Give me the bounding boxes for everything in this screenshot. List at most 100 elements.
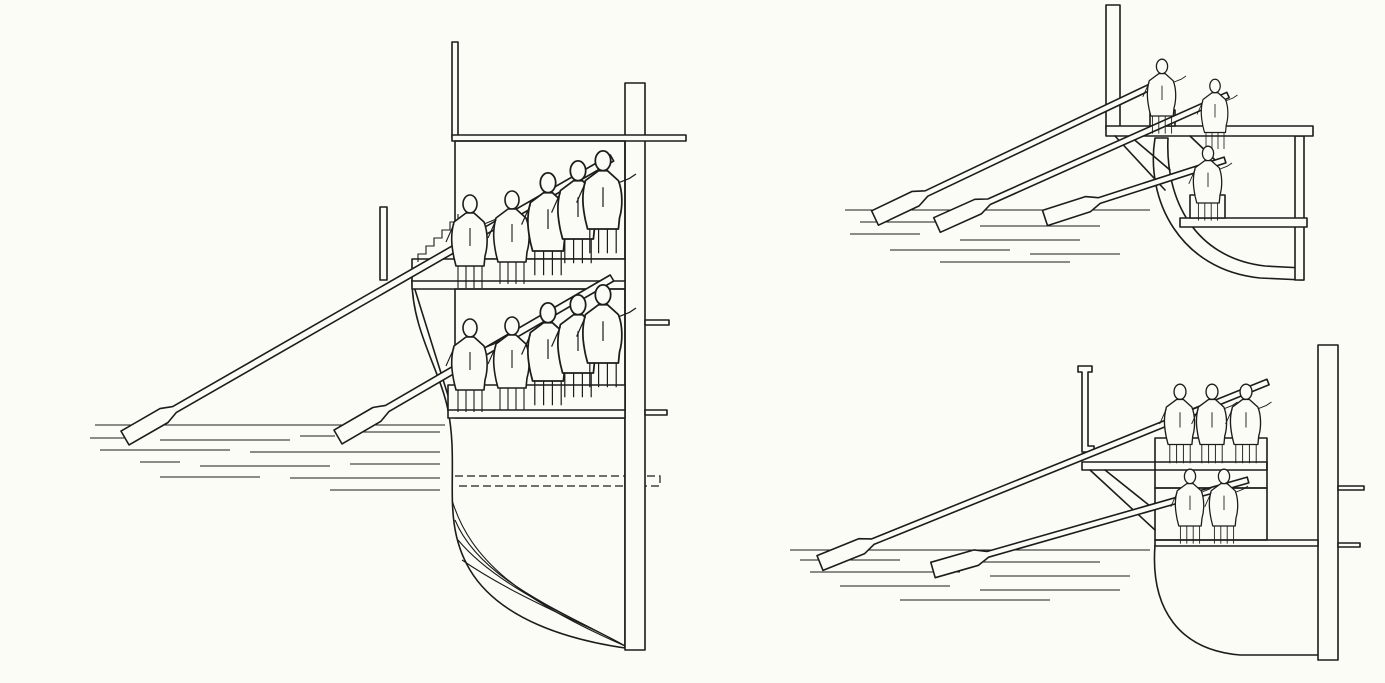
rower-torso: [1174, 482, 1205, 527]
rower-torso: [1192, 159, 1223, 204]
rower-limbs: [1204, 485, 1249, 544]
rower-torso: [1200, 92, 1229, 134]
rower-torso: [1146, 72, 1177, 117]
rower-head: [1209, 78, 1221, 94]
outrigger-beam: [1081, 461, 1268, 471]
rower: [1159, 383, 1206, 464]
rower-limbs: [445, 339, 501, 412]
oar-blade-and-shaft: [870, 76, 1168, 226]
rower-limbs: [1196, 94, 1238, 149]
oar-blade-and-shaft: [1041, 156, 1227, 227]
rower-head: [1201, 145, 1215, 162]
rower-torso: [450, 212, 488, 267]
stern-post: [1077, 365, 1095, 453]
water-lines: [845, 209, 1150, 263]
rowers: [1142, 58, 1238, 221]
rower: [576, 150, 637, 254]
rower-head: [1155, 58, 1169, 75]
rower-torso: [450, 336, 488, 391]
rower-torso: [1195, 398, 1228, 446]
waterline-dashed: [455, 475, 661, 487]
lower-bench: [1179, 217, 1308, 228]
rower: [445, 194, 501, 288]
rowers: [1159, 383, 1272, 544]
small-ship-section-bottom: [790, 344, 1365, 661]
oar: [929, 476, 1250, 579]
beam-stub: [644, 409, 668, 416]
beam-stub: [1337, 485, 1365, 491]
hull: [1153, 544, 1321, 656]
rower-head: [1183, 468, 1197, 485]
rower: [445, 318, 501, 412]
rower-head: [539, 302, 557, 324]
rower-torso: [1229, 398, 1262, 446]
rower: [1188, 145, 1233, 221]
rower-head: [569, 160, 587, 182]
rower-head: [539, 172, 557, 194]
small-ship-section-top: [845, 4, 1314, 281]
top-deck: [451, 134, 687, 142]
rower-head: [504, 190, 520, 210]
rower-limbs: [1225, 401, 1272, 464]
outer-post: [1317, 344, 1339, 661]
rower: [1170, 468, 1215, 544]
water-lines: [90, 424, 445, 491]
rower: [1204, 468, 1249, 544]
beam-stub: [1337, 542, 1361, 548]
rower-limbs: [1188, 162, 1233, 221]
hull: [411, 279, 626, 649]
hull-planking: [451, 499, 626, 647]
large-ship-section: [90, 41, 687, 651]
outer-post: [624, 82, 646, 651]
rower-head: [1239, 383, 1253, 401]
rower-limbs: [1170, 485, 1215, 544]
oar: [120, 154, 615, 446]
oars: [816, 378, 1270, 579]
rower-torso: [1208, 482, 1239, 527]
oar: [1041, 156, 1227, 227]
top-post: [451, 41, 459, 138]
hull: [1152, 137, 1304, 281]
side-stanchion: [379, 206, 388, 281]
rower-limbs: [576, 307, 637, 388]
bracing: [1089, 469, 1156, 531]
rower-head: [462, 318, 478, 338]
main-deck: [1154, 539, 1319, 547]
outer-post: [1294, 135, 1305, 281]
rower: [576, 284, 637, 388]
oar-blade-and-shaft: [816, 378, 1270, 572]
oar: [932, 91, 1230, 234]
rower-head: [594, 150, 612, 172]
rower-torso: [492, 334, 530, 389]
rower-torso: [582, 169, 623, 230]
oar-blade-and-shaft: [929, 476, 1250, 579]
rower: [1142, 58, 1187, 134]
rower-limbs: [1142, 75, 1187, 134]
rower: [1225, 383, 1272, 464]
rowers: [445, 150, 637, 412]
rower-head: [569, 294, 587, 316]
rower-torso: [492, 208, 530, 263]
rower-limbs: [576, 173, 637, 254]
rower-head: [1217, 468, 1231, 485]
beam-stub: [644, 319, 670, 326]
rower-limbs: [445, 215, 501, 288]
rower: [1191, 383, 1238, 464]
rower-head: [1173, 383, 1187, 401]
rower-limbs: [1191, 401, 1238, 464]
rower: [487, 190, 543, 284]
rower-head: [1205, 383, 1219, 401]
rower-torso: [582, 303, 623, 364]
oar-blade-and-shaft: [932, 91, 1230, 234]
rower-head: [594, 284, 612, 306]
rower: [487, 316, 543, 410]
rower-torso: [1163, 398, 1196, 446]
rower-head: [504, 316, 520, 336]
oar: [870, 76, 1168, 226]
rower-head: [462, 194, 478, 214]
stairs: [417, 214, 459, 262]
middle-deck: [411, 258, 626, 290]
rower: [1196, 78, 1238, 149]
oar-blade-and-shaft: [120, 154, 615, 446]
